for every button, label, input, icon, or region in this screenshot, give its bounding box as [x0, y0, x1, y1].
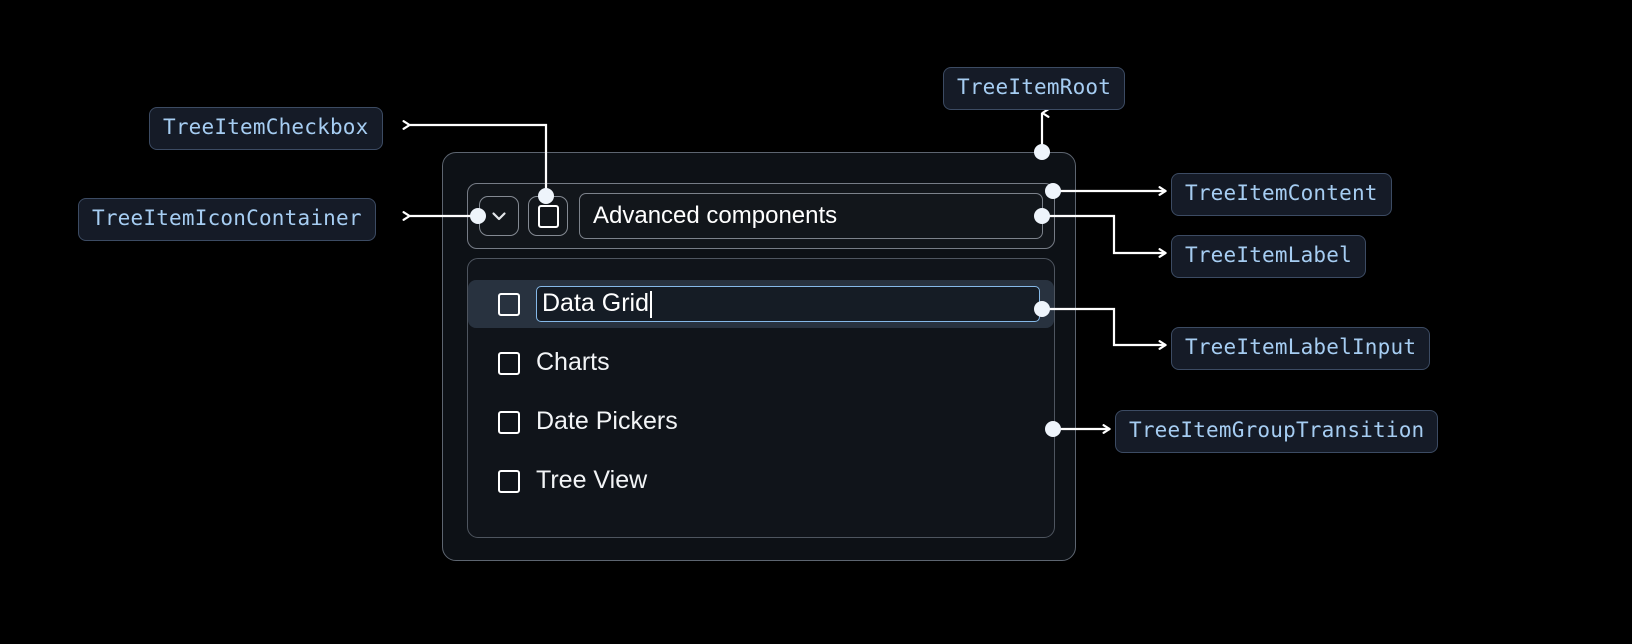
- tree-item-label-input-value: Data Grid: [542, 288, 649, 317]
- tree-item-group-transition: Data Grid Charts Date Pickers Tree View: [467, 258, 1055, 538]
- badge-tree-item-content: TreeItemContent: [1171, 173, 1392, 216]
- tree-item-row-data-grid[interactable]: Data Grid: [468, 280, 1054, 328]
- tree-item-row-tree-view[interactable]: Tree View: [468, 457, 1054, 505]
- badge-tree-item-icon-container: TreeItemIconContainer: [78, 198, 376, 241]
- chevron-down-icon: [492, 212, 506, 221]
- tree-item-row-date-pickers[interactable]: Date Pickers: [468, 398, 1054, 446]
- tree-item-label-text: Advanced components: [593, 202, 838, 229]
- tree-item-label[interactable]: Advanced components: [579, 193, 1043, 239]
- badge-tree-item-label: TreeItemLabel: [1171, 235, 1366, 278]
- tree-item-content[interactable]: Advanced components: [467, 183, 1055, 249]
- tree-item-label-input[interactable]: Data Grid: [536, 286, 1040, 322]
- tree-item-icon-container[interactable]: [479, 196, 519, 236]
- tree-item-checkbox-data-grid[interactable]: [498, 292, 520, 316]
- badge-tree-item-group-transition: TreeItemGroupTransition: [1115, 410, 1439, 453]
- badge-tree-item-label-input: TreeItemLabelInput: [1171, 327, 1431, 370]
- tree-item-checkbox[interactable]: [528, 196, 568, 236]
- badge-tree-item-checkbox: TreeItemCheckbox: [149, 107, 383, 150]
- tree-item-label-tree-view: Tree View: [536, 465, 648, 494]
- checkbox-square-icon: [537, 204, 559, 228]
- text-caret: [649, 290, 652, 318]
- tree-item-label-charts: Charts: [536, 347, 610, 376]
- tree-item-checkbox-tree-view[interactable]: [498, 469, 520, 493]
- tree-item-label-date-pickers: Date Pickers: [536, 406, 678, 435]
- tree-item-checkbox-charts[interactable]: [498, 351, 520, 375]
- tree-item-checkbox-date-pickers[interactable]: [498, 410, 520, 434]
- tree-item-row-charts[interactable]: Charts: [468, 339, 1054, 387]
- tree-item-root[interactable]: Advanced components Data Grid Charts Dat…: [442, 152, 1076, 561]
- badge-tree-item-root: TreeItemRoot: [943, 67, 1126, 110]
